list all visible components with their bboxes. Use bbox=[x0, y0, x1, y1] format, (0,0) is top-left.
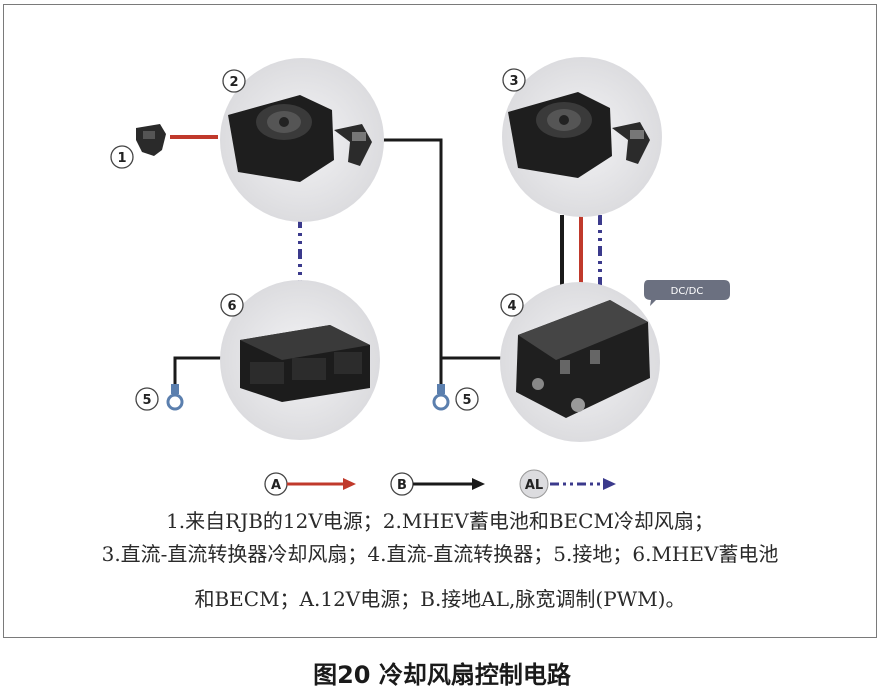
callout-5-right: 5 bbox=[455, 387, 479, 411]
callout-1: 1 bbox=[110, 145, 134, 169]
ground-terminal-left-icon bbox=[166, 384, 184, 411]
caption-line-1: 1.来自RJB的12V电源；2.MHEV蓄电池和BECM冷却风扇； bbox=[166, 509, 714, 533]
legend-ground-letter: B bbox=[397, 478, 407, 493]
callout-3: 3 bbox=[502, 68, 526, 92]
callout-4-label: 4 bbox=[507, 299, 516, 314]
wire-ground-fan2-to-dcdc bbox=[383, 138, 443, 384]
dcdc-tag-label: DC/DC bbox=[671, 286, 704, 297]
battery-cooling-fan-icon bbox=[220, 58, 384, 222]
callout-5-left-label: 5 bbox=[142, 393, 151, 408]
callout-2-label: 2 bbox=[229, 75, 238, 90]
legend-power-letter: A bbox=[271, 478, 281, 493]
legend-pwm: AL bbox=[519, 469, 616, 499]
callout-5-left: 5 bbox=[135, 387, 159, 411]
callout-3-label: 3 bbox=[509, 74, 518, 89]
callout-6-label: 6 bbox=[227, 299, 236, 314]
dcdc-tag: DC/DC bbox=[644, 280, 730, 306]
legend-pwm-letter: AL bbox=[525, 478, 543, 493]
dcdc-cooling-fan-icon bbox=[502, 57, 662, 217]
callout-2: 2 bbox=[222, 69, 246, 93]
ground-terminal-right-icon bbox=[432, 384, 450, 411]
mhev-battery-becm-icon bbox=[220, 280, 380, 440]
rjb-connector-icon bbox=[136, 124, 166, 156]
callout-5-right-label: 5 bbox=[462, 393, 471, 408]
callout-1-label: 1 bbox=[117, 151, 126, 166]
caption-line-2: 3.直流-直流转换器冷却风扇；4.直流-直流转换器；5.接地；6.MHEV蓄电池 bbox=[101, 542, 779, 566]
legend-ground: B bbox=[390, 472, 485, 496]
dcdc-converter-icon bbox=[500, 282, 660, 442]
cooling-fan-circuit-diagram: DC/DC 1 2 3 6 4 5 5 A bbox=[110, 57, 730, 499]
caption-line-3: 和BECM；A.12V电源；B.接地AL,脉宽调制(PWM)。 bbox=[194, 587, 686, 611]
figure-title: 图20 冷却风扇控制电路 bbox=[313, 661, 571, 689]
callout-4: 4 bbox=[500, 293, 524, 317]
wire-ground-battery-to-terminal bbox=[173, 356, 222, 386]
legend-power: A bbox=[264, 472, 356, 496]
callout-6: 6 bbox=[220, 293, 244, 317]
